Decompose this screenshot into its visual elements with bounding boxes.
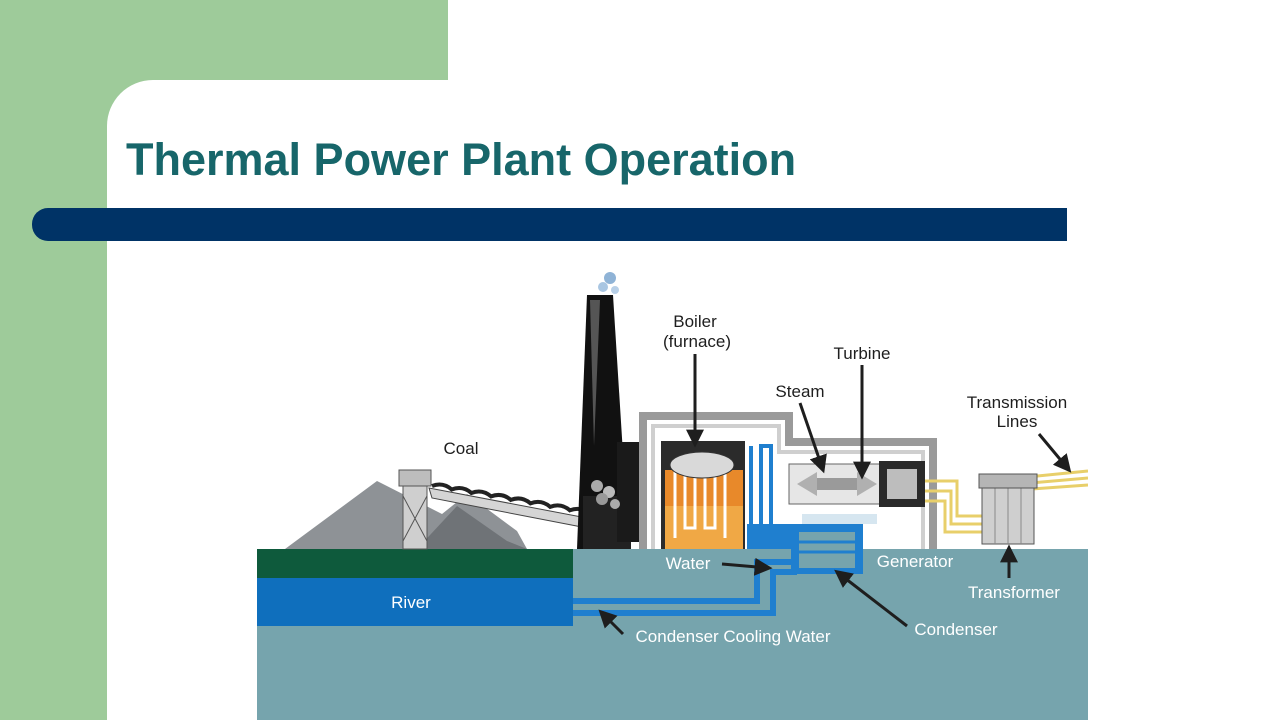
grass-bank (257, 549, 573, 578)
power-plant-illustration: Boiler (furnace) Turbine Steam Transmiss… (257, 272, 1088, 720)
cooling-water-pipes (573, 559, 797, 616)
label-turbine: Turbine (833, 344, 890, 363)
smoke (598, 272, 619, 294)
arrow-cooling-water (598, 609, 625, 636)
label-generator: Generator (877, 552, 954, 571)
river (257, 578, 573, 626)
label-water: Water (666, 554, 711, 573)
title-underline-bar (32, 208, 1067, 241)
arrow-transmission (1037, 433, 1072, 473)
turbine (788, 463, 882, 505)
arrow-condenser (834, 569, 908, 628)
label-transformer: Transformer (968, 583, 1060, 602)
generator (879, 461, 925, 507)
transformer (978, 473, 1038, 545)
condenser-top (802, 514, 877, 524)
power-plant-diagram: Boiler (furnace) Turbine Steam Transmiss… (257, 266, 1088, 720)
label-coal: Coal (444, 439, 479, 458)
label-boiler-line2: (furnace) (663, 332, 731, 351)
label-condenser: Condenser (914, 620, 998, 639)
label-boiler-line1: Boiler (673, 312, 717, 331)
label-transmission-line2: Lines (997, 412, 1038, 431)
label-transmission-line1: Transmission (967, 393, 1067, 412)
arrow-steam (798, 402, 827, 474)
slide-title: Thermal Power Plant Operation (126, 134, 797, 185)
boiler-furnace (661, 441, 745, 549)
arrow-water (721, 557, 773, 576)
label-steam: Steam (775, 382, 824, 401)
background-top-strip (448, 0, 1280, 80)
water-tubes (747, 444, 791, 549)
label-condenser-cooling-water: Condenser Cooling Water (636, 627, 831, 646)
condenser (791, 524, 863, 574)
coal-silo (398, 469, 432, 550)
label-river: River (391, 593, 431, 612)
ash-balls (591, 480, 620, 509)
